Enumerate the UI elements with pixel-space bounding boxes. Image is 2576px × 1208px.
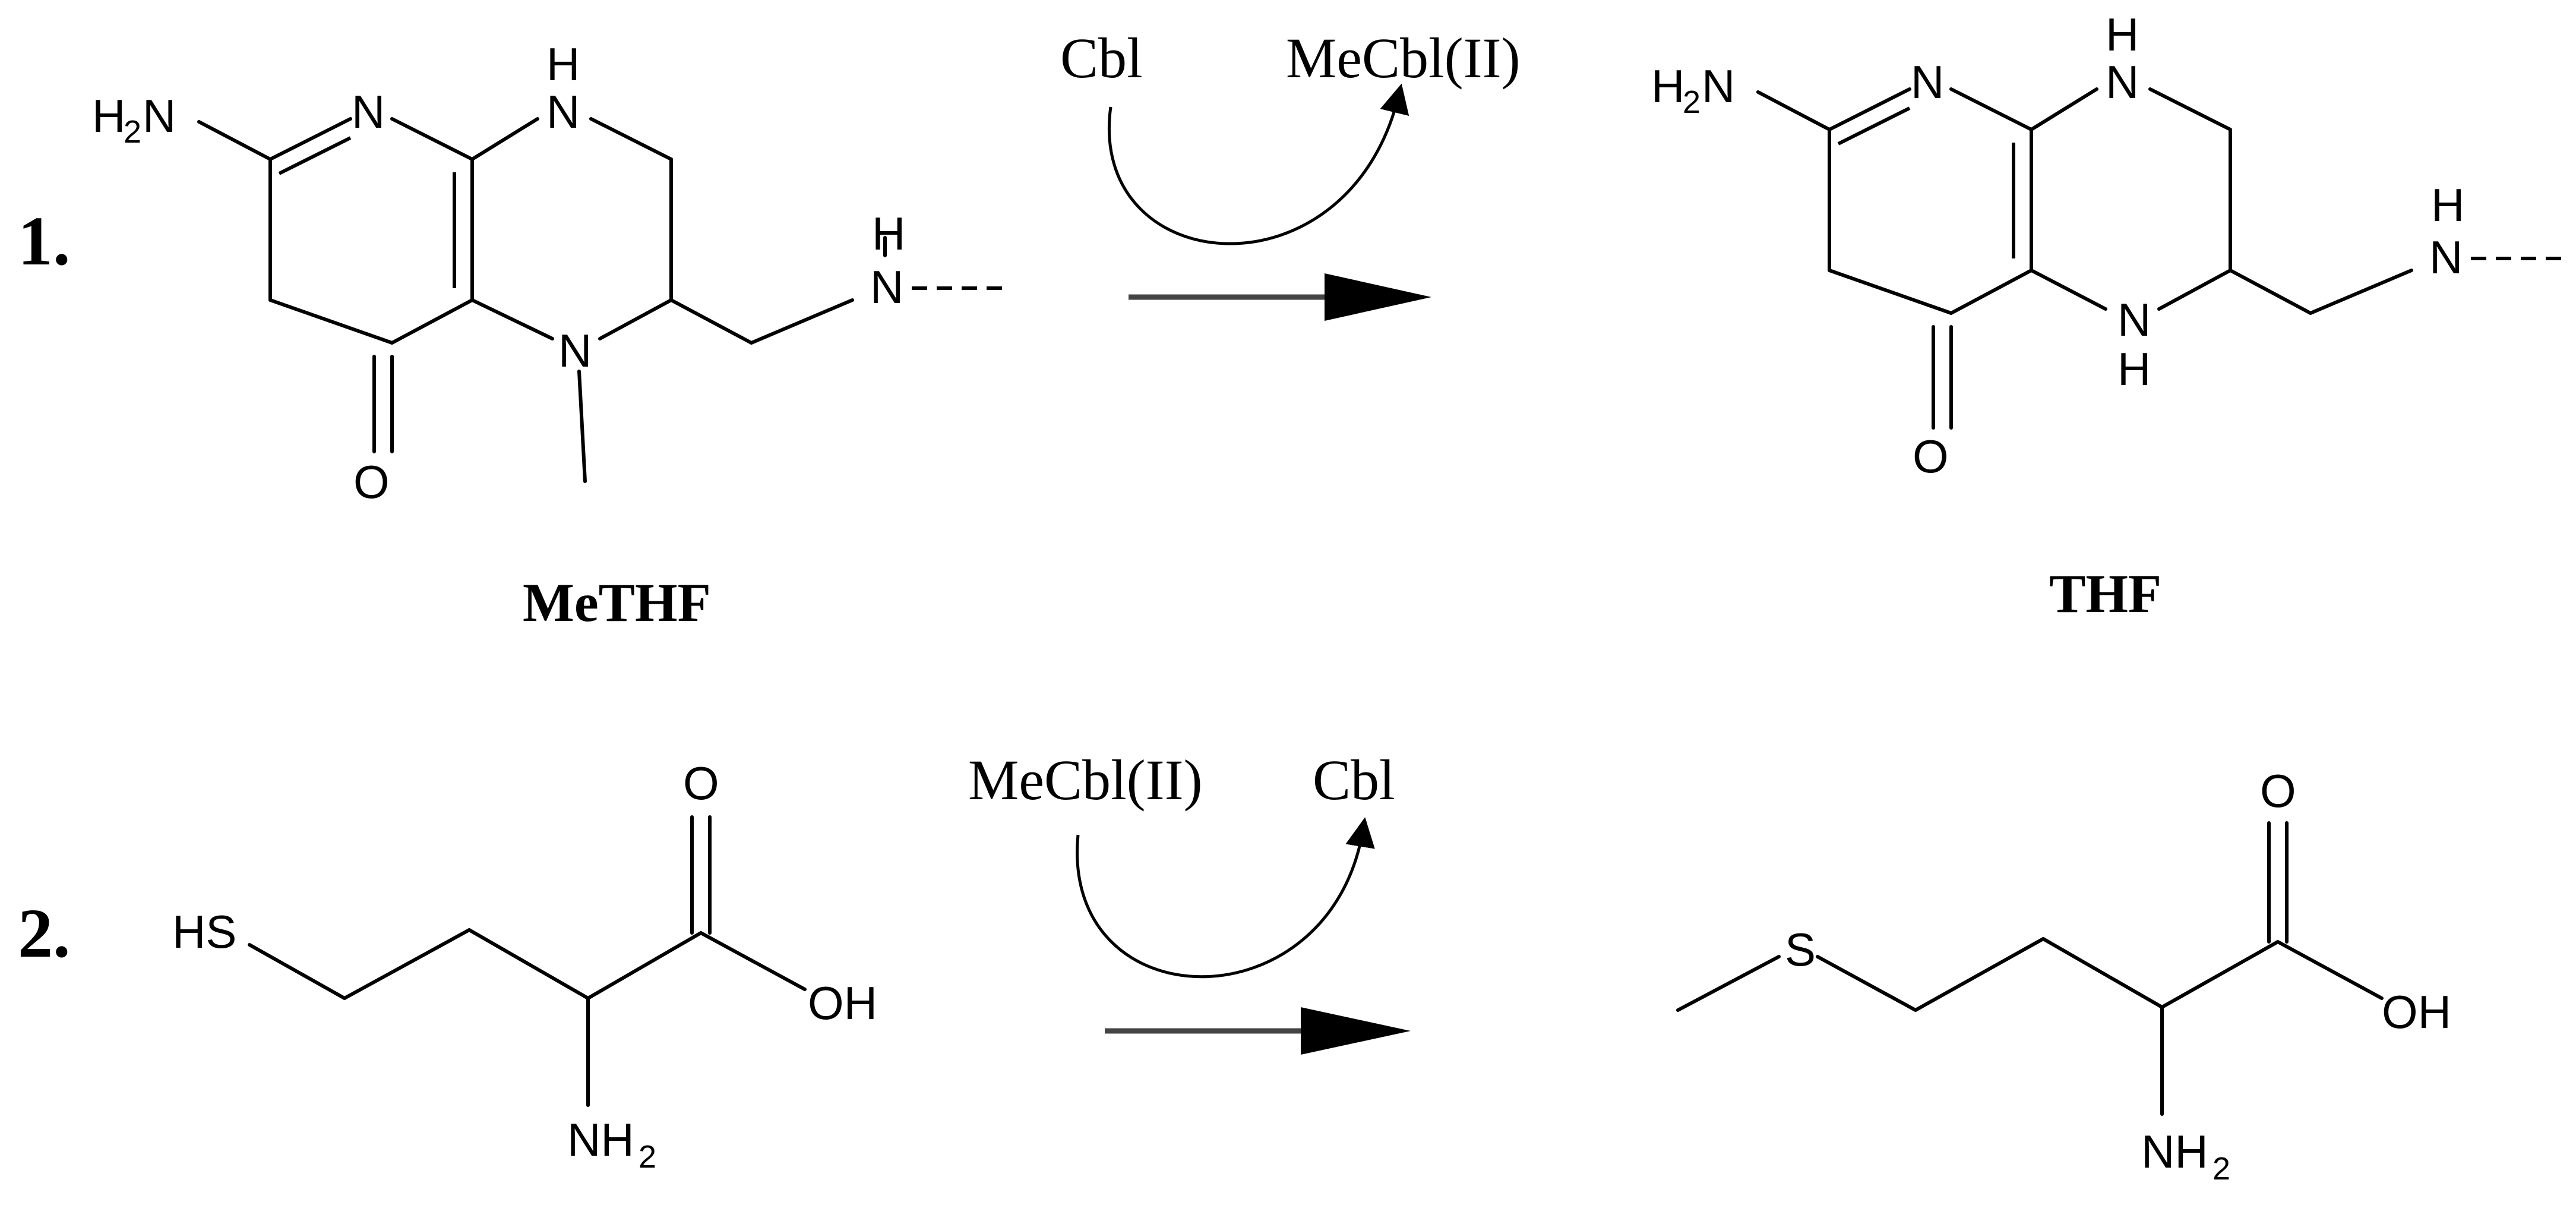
svg-text:H: H <box>1651 60 1684 112</box>
methf-structure: H 2 N N N H N O N H <box>92 38 1004 508</box>
svg-text:O: O <box>1913 430 1949 482</box>
thf-structure: H 2 N N N H N H O N H <box>1651 8 2566 482</box>
svg-text:N: N <box>2117 294 2151 346</box>
methionine-structure: S O OH NH 2 <box>1676 765 2451 1187</box>
svg-text:O: O <box>683 757 719 809</box>
svg-text:O: O <box>2260 765 2296 817</box>
svg-text:HS: HS <box>172 906 236 958</box>
methf-label: MeTHF <box>523 572 711 633</box>
svg-text:N: N <box>558 324 592 377</box>
reaction-1-arrow <box>1129 273 1431 321</box>
reaction-1-reagent-in: Cbl <box>1060 26 1143 90</box>
reaction-number-1: 1. <box>18 202 71 280</box>
reaction-2-arrow <box>1105 1007 1411 1055</box>
reaction-2-curved-arrow <box>1076 817 1375 979</box>
svg-text:H: H <box>546 38 580 90</box>
svg-text:OH: OH <box>808 977 877 1029</box>
svg-text:N: N <box>352 86 385 138</box>
svg-text:N: N <box>1911 56 1944 108</box>
reaction-2-reagent-in: MeCbl(II) <box>968 748 1203 812</box>
svg-text:N: N <box>870 261 903 313</box>
reaction-number-2: 2. <box>18 894 71 972</box>
svg-text:H: H <box>2431 179 2464 231</box>
reaction-1-curved-arrow <box>1108 83 1409 245</box>
svg-text:N: N <box>546 86 580 138</box>
svg-text:H: H <box>92 90 125 142</box>
svg-text:2: 2 <box>2212 1151 2230 1187</box>
svg-text:H: H <box>2117 343 2151 395</box>
svg-text:2: 2 <box>124 114 141 150</box>
homocysteine-structure: HS O OH NH 2 <box>172 757 877 1175</box>
svg-text:H: H <box>872 207 905 260</box>
svg-text:NH: NH <box>2141 1125 2208 1178</box>
thf-label: THF <box>2049 563 2161 624</box>
svg-text:S: S <box>1785 923 1816 976</box>
svg-text:OH: OH <box>2382 986 2451 1038</box>
svg-text:H: H <box>2106 8 2139 61</box>
reaction-1-reagent-out: MeCbl(II) <box>1286 26 1521 90</box>
svg-text:2: 2 <box>1683 84 1701 120</box>
svg-text:NH: NH <box>567 1114 634 1166</box>
reaction-2-reagent-out: Cbl <box>1313 748 1395 812</box>
svg-text:N: N <box>2106 56 2139 108</box>
svg-text:2: 2 <box>639 1139 656 1175</box>
svg-text:N: N <box>2429 231 2463 283</box>
svg-text:O: O <box>353 456 390 508</box>
svg-text:N: N <box>1702 60 1735 112</box>
svg-text:N: N <box>143 90 176 142</box>
